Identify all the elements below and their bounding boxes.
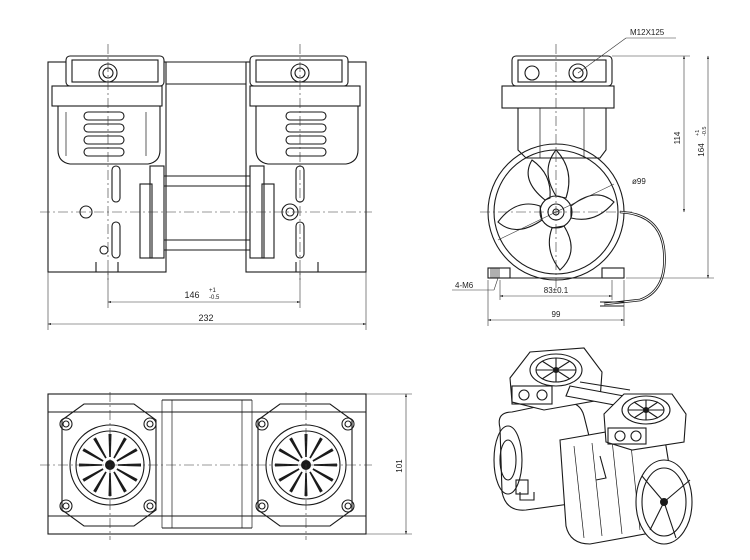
total-height-value: 164 [697, 143, 706, 157]
dimension-port-spacing: 146 +1 -0.5 [107, 270, 301, 308]
isometric-view [493, 347, 693, 545]
front-view: 146 +1 -0.5 232 [40, 44, 372, 330]
left-cylinder-head [47, 55, 167, 273]
thread-callout: M12X125 [577, 28, 676, 74]
fan-spoke [116, 468, 138, 482]
total-height-tol-upper: +1 [695, 130, 701, 136]
fan-spoke [309, 471, 323, 493]
fan-spoke [275, 463, 298, 467]
fan-spoke [278, 468, 300, 482]
fan-diameter-label: ø99 [632, 177, 646, 186]
fan-spoke [82, 468, 104, 482]
fan-diameter-callout: ø99 [497, 177, 646, 241]
fan-spoke [289, 437, 303, 459]
dimension-top-width: 101 [366, 393, 412, 535]
fan-spoke [289, 471, 303, 493]
dimension-overall-length: 232 [47, 272, 367, 330]
port-spacing-value: 146 [184, 290, 199, 300]
fan-spoke [113, 437, 127, 459]
fan-spoke [312, 448, 334, 462]
fan-spoke [113, 471, 127, 493]
dimension-height-to-port: 114 [612, 55, 690, 213]
fan-spoke [118, 463, 141, 467]
thread-spec-label: M12X125 [630, 28, 665, 37]
dimension-depth: 99 [487, 280, 625, 326]
fan-spoke [304, 434, 308, 457]
fan-spoke [93, 437, 107, 459]
mount-holes-label: 4-M6 [455, 281, 474, 290]
side-view: M12X125 ø99 114 164 +1 -0.5 4-M6 [452, 28, 714, 326]
motor-body [79, 61, 319, 273]
dimension-total-height: 164 +1 -0.5 [626, 55, 714, 279]
top-view: 101 [40, 392, 412, 540]
mount-hole-callout: 4-M6 [452, 277, 499, 291]
fan-spoke [93, 471, 107, 493]
dimension-mount-spacing: 83±0.1 [499, 280, 613, 300]
right-fan-spokes [275, 434, 337, 496]
mount-spacing-value: 83±0.1 [544, 286, 569, 295]
fan-spoke [314, 463, 337, 467]
fan-spoke [278, 448, 300, 462]
fan-spoke [82, 448, 104, 462]
port-spacing-tol-upper: +1 [209, 288, 217, 294]
fan-spoke [116, 448, 138, 462]
port-spacing-tol-lower: -0.5 [209, 295, 220, 301]
fan-spoke [312, 468, 334, 482]
depth-value: 99 [552, 310, 561, 319]
side-cylinder-head [501, 55, 615, 159]
total-height-tol-lower: -0.5 [702, 127, 708, 136]
fan-spoke [108, 434, 112, 457]
height-to-port-value: 114 [673, 131, 682, 144]
top-width-value: 101 [395, 459, 404, 473]
fan-spoke [309, 437, 323, 459]
overall-length-value: 232 [198, 313, 213, 323]
